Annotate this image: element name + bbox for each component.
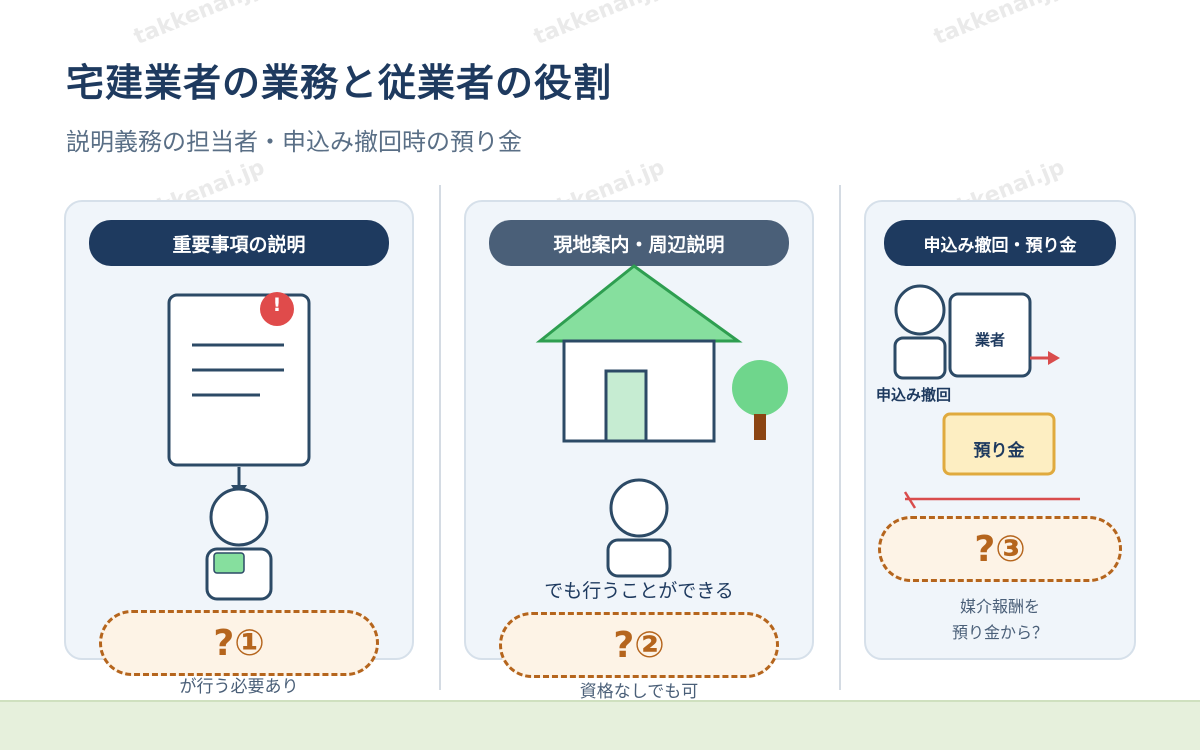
page-subtitle: 説明義務の担当者・申込み撤回時の預り金 xyxy=(66,128,522,156)
divider xyxy=(839,185,841,690)
footer-bar xyxy=(0,700,1200,750)
alert-icon xyxy=(260,292,294,326)
house-illustration xyxy=(535,264,788,578)
person-icon xyxy=(893,284,947,380)
watermark: takkenai.jp xyxy=(930,0,1069,51)
watermark: takkenai.jp xyxy=(530,0,669,51)
question-3: ?③ xyxy=(878,516,1122,582)
watermark: takkenai.jp xyxy=(130,0,269,51)
badge-icon xyxy=(213,552,245,574)
question-2: ?② xyxy=(499,612,779,678)
panel-heading: 現地案内・周辺説明 xyxy=(489,220,789,266)
arrow-left-icon xyxy=(903,491,1080,509)
caption-3-line-2: 預り金から？ xyxy=(951,623,1048,642)
deposit-box xyxy=(942,412,1056,476)
arrow-right-icon xyxy=(1030,351,1060,365)
document-icon xyxy=(167,293,311,467)
caption-3-line-1: 媒介報酬を xyxy=(959,597,1040,616)
alert-symbol: ! xyxy=(272,294,282,316)
withdrawal-illustration xyxy=(893,284,1080,509)
caption-2: 資格なしでも可 xyxy=(579,682,699,702)
agent-label: 業者 xyxy=(974,331,1005,349)
question-1: ?① xyxy=(99,610,379,676)
page-title: 宅建業者の業務と従業者の役割 xyxy=(66,61,613,105)
document-illustration xyxy=(167,292,311,601)
panel-heading: 申込み撤回・預り金 xyxy=(884,220,1116,266)
person-icon xyxy=(606,478,672,578)
tree-icon xyxy=(732,360,788,440)
can-also-do-text: でも行うことができる xyxy=(544,580,734,602)
caption-3: 媒介報酬を 預り金から？ xyxy=(864,594,1136,646)
agent-box xyxy=(948,292,1032,378)
panel-heading: 重要事項の説明 xyxy=(89,220,389,266)
person-icon xyxy=(205,487,273,601)
deposit-label: 預り金 xyxy=(973,441,1025,461)
withdrawal-label: 申込み撤回 xyxy=(876,386,952,404)
house-icon xyxy=(535,264,743,443)
caption-1: が行う必要あり xyxy=(179,677,299,697)
divider xyxy=(439,185,441,690)
